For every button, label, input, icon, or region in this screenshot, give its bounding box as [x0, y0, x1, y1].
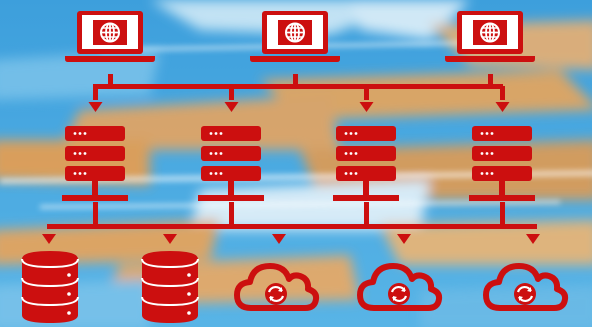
database-icon: [141, 250, 199, 324]
database-icon: [21, 250, 79, 324]
client-server-connectors: [93, 74, 505, 100]
server-storage-connectors: [47, 202, 537, 229]
